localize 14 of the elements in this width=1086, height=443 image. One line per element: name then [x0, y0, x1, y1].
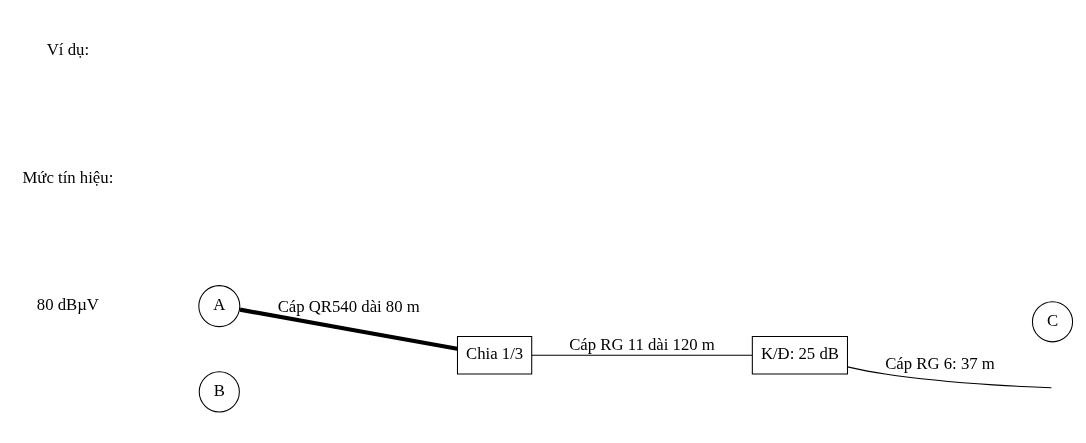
node-circle: B	[198, 370, 240, 412]
label: Ví dụ:	[46, 39, 90, 59]
node-circle: A	[198, 284, 241, 327]
node-box: K/Đ: 25 dB	[751, 335, 848, 375]
edge-label: Cáp QR540 dài 80 m	[277, 296, 420, 316]
edge-label: Cáp RG 11 dài 120 m	[569, 334, 715, 354]
connector	[531, 354, 753, 356]
edge-label: Cáp RG 6: 37 m	[885, 353, 995, 373]
label: 80 dBµV	[36, 294, 99, 314]
node-box: Chia 1/3	[456, 335, 533, 375]
node-circle: C	[1031, 300, 1074, 342]
connector	[846, 365, 1052, 388]
label: Mức tín hiệu:	[22, 167, 114, 187]
connector	[239, 307, 458, 351]
